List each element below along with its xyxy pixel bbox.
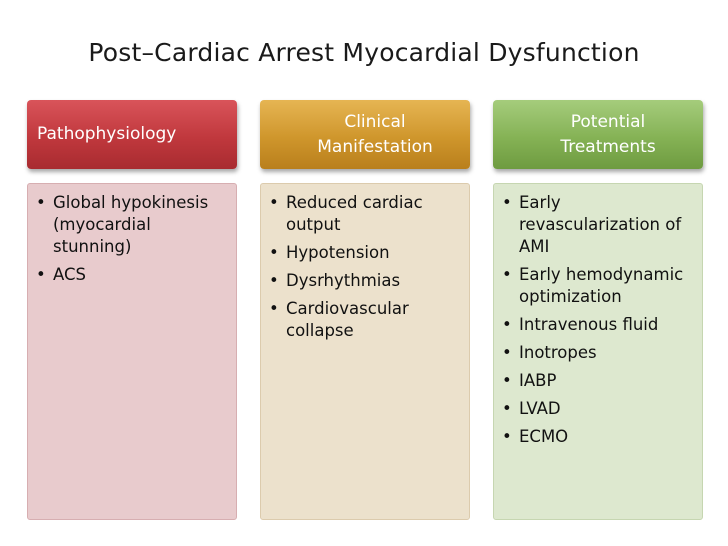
potential-treatments-list: Early revascularization of AMI Early hem… [493,183,703,520]
list-item: Hypotension [267,242,461,264]
header-line: Clinical [344,111,406,132]
potential-treatments-header: Potential Treatments [493,100,703,169]
list-item: Early hemodynamic optimization [500,264,694,308]
list-item: Early revascularization of AMI [500,192,694,258]
clinical-manifestation-list: Reduced cardiac output Hypotension Dysrh… [260,183,470,520]
list-item: Dysrhythmias [267,270,461,292]
list-item: ECMO [500,426,694,448]
pathophysiology-header: Pathophysiology [27,100,237,169]
pathophysiology-list: Global hypokinesis (myocardial stunning)… [27,183,237,520]
slide-title: Post–Cardiac Arrest Myocardial Dysfuncti… [88,38,640,67]
list-item: Intravenous fluid [500,314,694,336]
list-item: LVAD [500,398,694,420]
list-item: Inotropes [500,342,694,364]
header-line: Potential [570,111,646,132]
list-item: IABP [500,370,694,392]
header-line: Manifestation [317,136,433,157]
list-item: Reduced cardiac output [267,192,461,236]
header-line: Pathophysiology [37,124,177,144]
list-item: ACS [34,264,228,286]
list-item: Global hypokinesis (myocardial stunning) [34,192,228,258]
list-item: Cardiovascular collapse [267,298,461,342]
header-line: Treatments [560,136,656,157]
clinical-manifestation-header: Clinical Manifestation [260,100,470,169]
